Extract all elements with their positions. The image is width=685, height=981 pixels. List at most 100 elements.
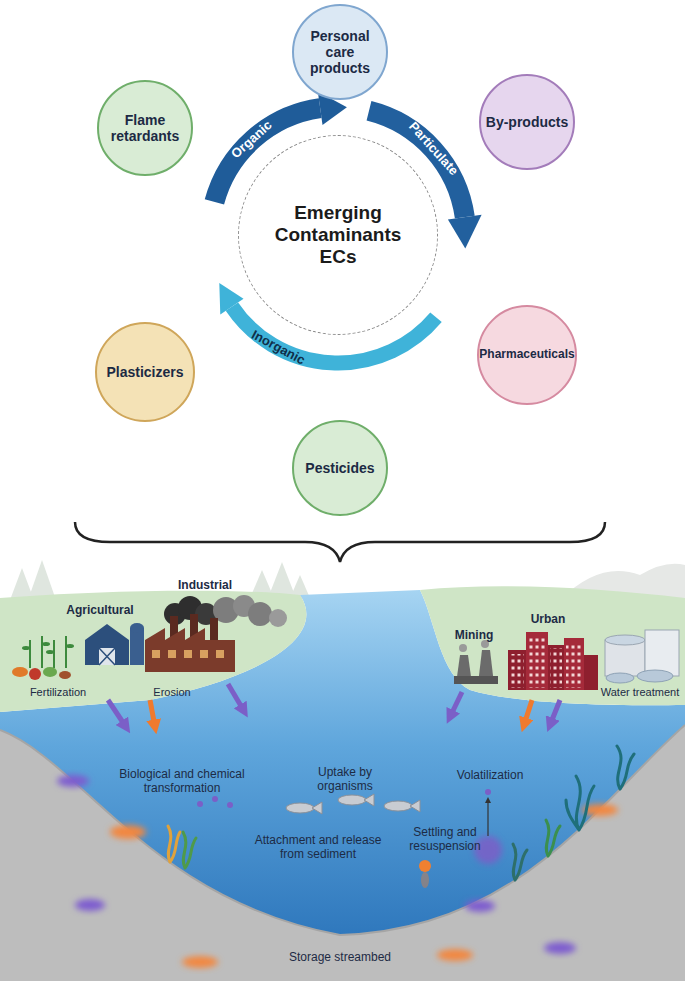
settling-particle xyxy=(419,860,431,872)
building xyxy=(526,632,548,690)
scene-label: Industrial xyxy=(178,579,232,593)
factory-window xyxy=(200,650,208,658)
crop-stem xyxy=(65,636,67,668)
leaf xyxy=(22,646,30,650)
contaminant-dot xyxy=(197,801,203,807)
scene-label: Uptake by organisms xyxy=(300,766,390,794)
leaf xyxy=(66,644,74,648)
scene-label: Volatilization xyxy=(457,769,524,783)
treatment-tank-top xyxy=(605,635,645,645)
category-circle: Plasticizers xyxy=(95,322,195,422)
smoke xyxy=(459,644,467,652)
vegetable xyxy=(59,671,71,679)
smoke xyxy=(248,602,272,626)
node-title: Emerging Contaminants ECs xyxy=(263,202,413,268)
node-title: Plasticizers xyxy=(106,364,183,380)
contaminant-dot xyxy=(212,796,218,802)
category-circle: Personal care products xyxy=(292,4,388,100)
input-arrow xyxy=(524,700,532,725)
treatment-building xyxy=(645,630,679,676)
left-land xyxy=(0,591,306,712)
sediment-blob xyxy=(110,825,146,839)
barn-door xyxy=(99,648,115,665)
seaweed xyxy=(617,746,634,789)
leaf xyxy=(42,642,50,646)
treatment-basin xyxy=(637,670,673,682)
contaminant-dot xyxy=(485,789,491,795)
sediment-blob xyxy=(182,956,218,968)
building-windows xyxy=(566,642,582,688)
vegetable xyxy=(29,668,41,680)
seaweed xyxy=(546,820,560,856)
scene-label: Biological and chemical transformation xyxy=(102,768,262,796)
scene-label: Attachment and release from sediment xyxy=(243,834,393,862)
input-arrow xyxy=(228,684,244,711)
right-land xyxy=(420,586,685,705)
input-arrow xyxy=(550,700,560,725)
factory-window xyxy=(168,650,176,658)
fish-tail xyxy=(312,802,322,814)
category-circle: Pharmaceuticals xyxy=(477,305,577,405)
fish-tail xyxy=(410,800,420,812)
scene-label: Fertilization xyxy=(30,686,86,699)
arrow-label: Particulate xyxy=(405,119,461,178)
tree xyxy=(268,562,296,598)
center-circle: Emerging Contaminants ECs xyxy=(238,135,438,335)
barn xyxy=(85,624,129,665)
crop-stem xyxy=(53,640,55,668)
scene-label: Water treatment xyxy=(601,686,679,699)
fish-tail xyxy=(364,794,374,806)
tree xyxy=(28,560,56,600)
scene-label: Settling and resuspension xyxy=(400,826,490,854)
inorganic-arrowhead xyxy=(219,283,243,314)
building xyxy=(564,638,584,690)
curly-bracket xyxy=(75,522,605,562)
seaweed xyxy=(183,832,196,868)
streambed-ground xyxy=(0,725,685,981)
input-arrow xyxy=(450,692,462,717)
node-title: Personal care products xyxy=(298,28,382,76)
node-title: Flame retardants xyxy=(103,112,187,144)
building-windows xyxy=(529,636,545,688)
barn-door-cross xyxy=(99,648,115,665)
silo-dome xyxy=(130,623,144,633)
seaweed xyxy=(513,844,527,880)
sediment-blob xyxy=(544,942,576,954)
volatilization-arrow xyxy=(487,800,488,836)
crop-stem xyxy=(41,636,43,668)
scene-label: Urban xyxy=(531,613,566,627)
chimney xyxy=(210,618,218,642)
input-arrow xyxy=(108,700,126,727)
scene-label: Storage streambed xyxy=(289,951,391,965)
scene-label: Mining xyxy=(455,629,494,643)
factory-window xyxy=(152,650,160,658)
contaminant-dot xyxy=(227,802,233,808)
particulate-arrow xyxy=(369,111,465,217)
scene-label: Erosion xyxy=(153,686,190,699)
crop-stem xyxy=(29,640,31,668)
fish xyxy=(384,801,412,811)
factory xyxy=(145,628,235,672)
factory-window xyxy=(216,650,224,658)
smoke xyxy=(269,609,287,627)
sediment-blob xyxy=(437,949,473,961)
building-windows xyxy=(550,648,562,688)
category-circle: Flame retardants xyxy=(97,80,193,176)
building-windows xyxy=(510,654,524,688)
node-title: Pharmaceuticals xyxy=(479,348,574,362)
mining-base xyxy=(454,676,498,684)
category-circle: Pesticides xyxy=(292,420,388,516)
vegetable xyxy=(12,667,28,677)
factory-window xyxy=(184,650,192,658)
building xyxy=(584,655,598,690)
fish xyxy=(286,803,314,813)
vegetable xyxy=(43,667,57,677)
streambed-edge xyxy=(0,725,685,935)
sediment-blob xyxy=(57,775,89,787)
seaweed xyxy=(566,776,594,830)
organic-arrow xyxy=(214,108,320,202)
seaweed xyxy=(168,826,180,862)
arrow-label: Organic xyxy=(229,118,276,162)
leaf xyxy=(46,650,54,654)
